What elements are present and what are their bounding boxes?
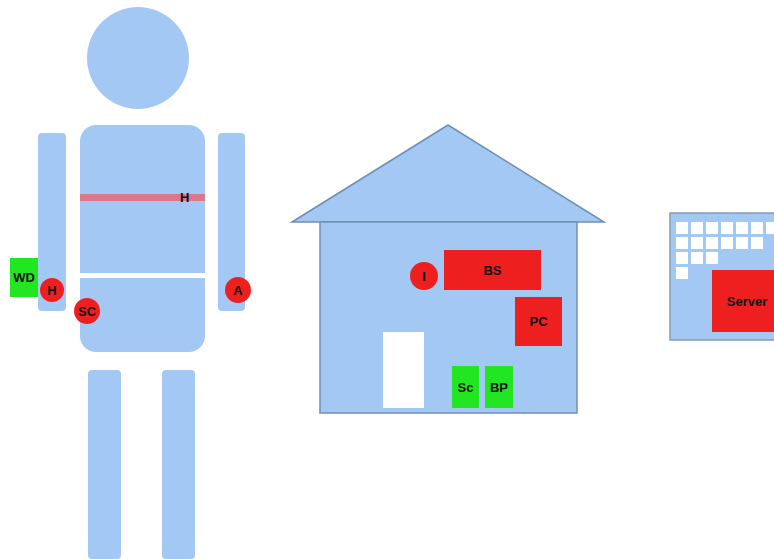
node-label: WD xyxy=(13,271,35,284)
node-label: PC xyxy=(529,315,547,328)
node-label: BS xyxy=(483,264,501,277)
house-body xyxy=(320,222,577,413)
sensor-band: H xyxy=(80,194,205,201)
roof xyxy=(292,125,604,222)
device-box: BP xyxy=(485,366,513,408)
sensor-circle: A xyxy=(225,277,251,303)
node-label: BP xyxy=(490,381,508,394)
sensor-circle: SC xyxy=(74,298,100,324)
person-figure xyxy=(38,7,245,559)
device-box: Sc xyxy=(452,366,479,408)
node-label: H xyxy=(47,284,56,297)
right-leg xyxy=(162,370,195,559)
node-label: Server xyxy=(727,295,767,308)
torso xyxy=(80,125,205,352)
node-label: A xyxy=(233,284,242,297)
left-arm xyxy=(38,133,66,311)
house xyxy=(292,125,604,413)
server-box: Server xyxy=(712,270,774,332)
node-label: H xyxy=(180,191,189,204)
node-label: Sc xyxy=(458,381,474,394)
device-box: WD xyxy=(10,258,38,297)
sensor-circle: H xyxy=(40,278,64,302)
node-label: I xyxy=(422,270,426,283)
door xyxy=(383,332,424,408)
node-label: SC xyxy=(78,305,96,318)
device-box: PC xyxy=(515,297,562,346)
device-box: BS xyxy=(444,250,541,290)
sensor-circle: I xyxy=(410,262,438,290)
head xyxy=(87,7,189,109)
left-leg xyxy=(88,370,121,559)
belt-line xyxy=(80,273,205,278)
